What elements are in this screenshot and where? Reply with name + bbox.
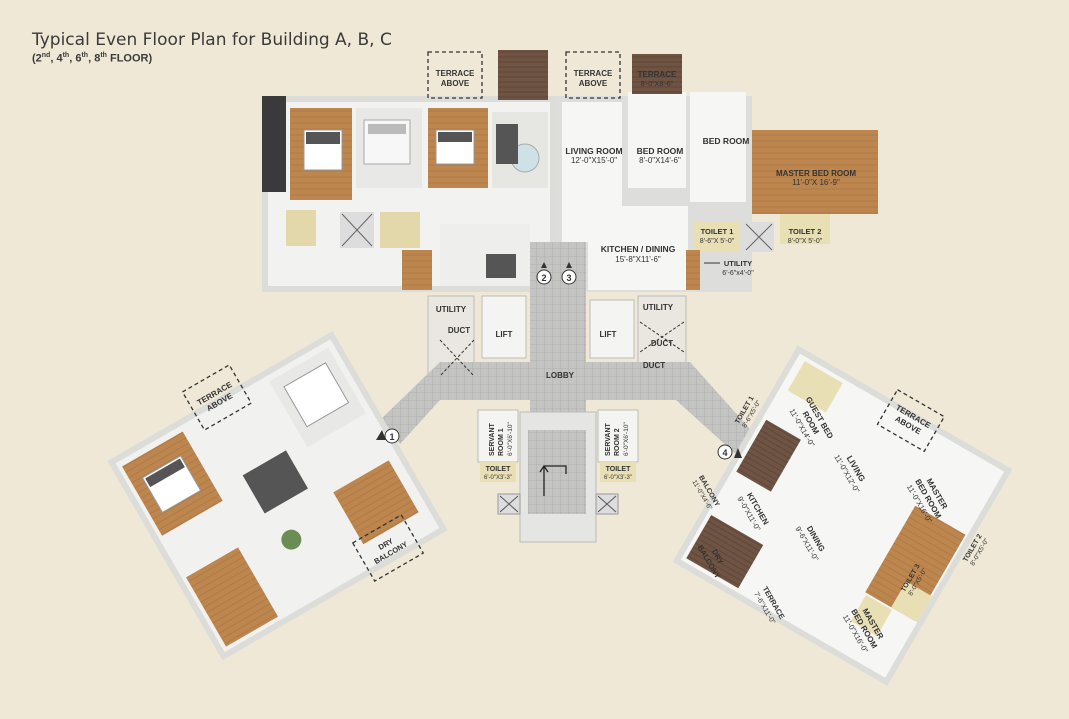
svg-text:ABOVE: ABOVE (441, 79, 470, 88)
lobby-label: LOBBY (546, 371, 575, 380)
utility-right-dim: 6'-6"x4'-0" (722, 270, 754, 277)
top-terrace-plants (498, 50, 548, 100)
master-bed-room-dim: 11'-0"X 16'-9" (792, 178, 840, 187)
duct-1-label: DUCT (448, 326, 470, 335)
utility-right-label: UTILITY (724, 259, 752, 268)
bed-room-1-dim: 8'-0"X14'-6" (639, 156, 681, 165)
svg-text:2: 2 (541, 273, 546, 283)
bed-room-1-label: BED ROOM (637, 146, 684, 156)
toilet-s1-dim: 6'-0"X3'-3" (484, 475, 512, 481)
bed-room-2-label: BED ROOM (703, 136, 750, 146)
top-right-apartment (556, 92, 878, 292)
toilet-2-label: TOILET 2 (789, 227, 822, 236)
entrance-marker-3: 3 (561, 262, 577, 285)
entrance-marker-4: 4 (717, 444, 742, 460)
duct-2-label: DUCT (651, 339, 673, 348)
svg-text:3: 3 (566, 273, 571, 283)
svg-text:TERRACE: TERRACE (574, 69, 613, 78)
bottom-right-apartment (672, 345, 1013, 686)
svg-text:TERRACE: TERRACE (436, 69, 475, 78)
toilet-1-dim: 8'-6"X 5'-0" (700, 238, 735, 245)
toilet-s1-label: TOILET (486, 466, 511, 473)
svg-text:1: 1 (389, 432, 394, 442)
bottom-left-apartment (107, 331, 448, 661)
servant-room-2-dim: 6'-0"X6'-10" (623, 421, 630, 456)
central-core (380, 242, 760, 543)
kitchen-dining-label: KITCHEN / DINING (601, 244, 676, 254)
servant-room-1-label: SERVANT (489, 422, 496, 456)
svg-text:ABOVE: ABOVE (579, 79, 608, 88)
entrance-marker-1: 1 (376, 428, 400, 444)
terrace-top-label: TERRACE (638, 70, 677, 79)
master-bed-room-label: MASTER BED ROOM (776, 169, 856, 178)
terrace-top-dim: 8'-0"X8'-6" (641, 81, 674, 88)
living-room-label: LIVING ROOM (565, 146, 622, 156)
servant-room-1-label-2: ROOM 1 (498, 428, 505, 456)
servant-room-2-label-2: ROOM 2 (614, 428, 621, 456)
floor-list: (2nd, 4th, 6th, 8th FLOOR) (32, 52, 153, 65)
top-left-apartment (262, 96, 556, 292)
terrace-above-top-left: TERRACE ABOVE (427, 51, 483, 99)
servant-room-1-dim: 6'-0"X6'-10" (507, 421, 514, 456)
utility-mid-label: UTILITY (643, 303, 674, 312)
terrace-above-top-right: TERRACE ABOVE (565, 51, 621, 99)
duct-3-label: DUCT (643, 361, 665, 370)
toilet-1-label: TOILET 1 (701, 227, 734, 236)
svg-text:4: 4 (722, 448, 727, 458)
toilet-s2-label: TOILET (606, 466, 631, 473)
servant-room-2-label: SERVANT (605, 422, 612, 456)
kitchen-dining-dim: 15'-8"X11'-6" (615, 255, 661, 264)
duct-1-cross (439, 339, 475, 377)
utility-left-label: UTILITY (436, 305, 467, 314)
toilet-s2-dim: 6'-0"X3'-3" (604, 475, 632, 481)
terrace-top-floor (632, 54, 682, 94)
duct-2-cross (639, 321, 685, 353)
entrance-marker-2: 2 (536, 262, 552, 285)
toilet-2-dim: 8'-0"X 5'-0" (788, 238, 823, 245)
living-room-dim: 12'-0"X15'-0" (571, 156, 617, 165)
lift-1-label: LIFT (496, 330, 513, 339)
lift-2-label: LIFT (600, 330, 617, 339)
page-title: Typical Even Floor Plan for Building A, … (32, 30, 392, 50)
